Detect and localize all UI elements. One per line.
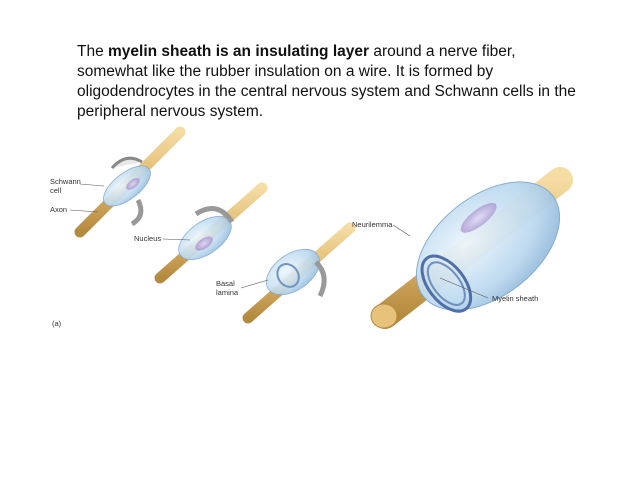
wrap-arrow-1b	[130, 198, 144, 227]
rest-text: around a nerve fiber, somewhat like the …	[77, 42, 576, 120]
label-basal-line2: lamina	[216, 288, 239, 297]
wrap-arrow-3	[314, 260, 327, 298]
nucleus-4	[460, 202, 497, 233]
label-schwann-cell-line1: Schwann	[50, 177, 81, 186]
stage-3	[242, 222, 356, 324]
nucleus-1	[126, 178, 140, 190]
leader-basal	[240, 279, 269, 289]
stage-2	[154, 182, 268, 284]
intro-text: The	[77, 42, 109, 60]
stage-4	[370, 167, 573, 329]
stage-1	[74, 126, 186, 238]
panel-label: (a)	[52, 319, 62, 328]
leader-schwann	[79, 183, 105, 187]
lamellae-ring-outer	[420, 254, 473, 313]
lamellae-ring-inner	[426, 261, 466, 306]
schwann-cell-3	[265, 248, 321, 296]
axon-cut-end	[370, 303, 398, 329]
leader-myelin	[439, 277, 489, 299]
myelin-sheath-large	[415, 181, 561, 311]
leader-nucleus	[162, 238, 191, 241]
leader-neurilemma	[392, 224, 411, 237]
description-paragraph: The myelin sheath is an insulating layer…	[77, 42, 577, 122]
label-neurilemma: Neurilemma	[352, 220, 393, 229]
label-myelin-sheath: Myelin sheath	[492, 294, 538, 303]
wrap-arrow-1a	[110, 156, 143, 170]
figure-labels: Schwann cell Axon Nucleus Basal lamina N…	[50, 177, 538, 328]
label-axon: Axon	[50, 205, 67, 214]
wrap-arrow-2	[194, 206, 235, 224]
bold-phrase: myelin sheath is an insulating layer	[108, 42, 370, 60]
nucleus-2	[195, 236, 213, 251]
label-basal-line1: Basal	[216, 279, 235, 288]
label-nucleus: Nucleus	[134, 234, 161, 243]
leader-axon	[69, 209, 99, 213]
wrap-ring-3	[276, 263, 300, 288]
label-schwann-cell-line2: cell	[50, 186, 62, 195]
